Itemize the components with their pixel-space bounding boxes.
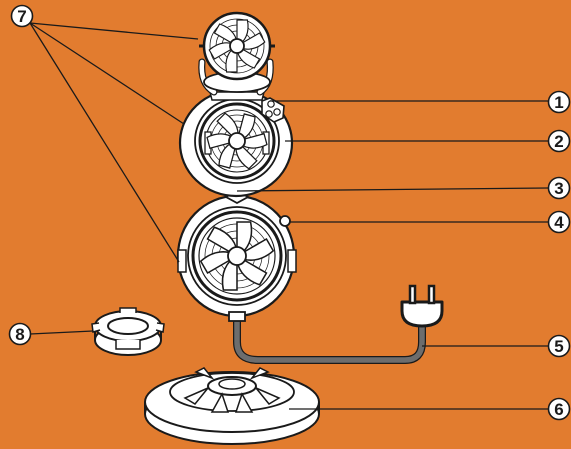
callout-2: 2 <box>549 131 570 152</box>
callout-3: 3 <box>549 178 570 199</box>
svg-text:8: 8 <box>15 325 24 344</box>
middle-fan-housing <box>180 90 292 196</box>
svg-text:4: 4 <box>554 213 564 232</box>
callout-8: 8 <box>10 324 31 345</box>
callout-7: 7 <box>12 6 33 27</box>
base-icon <box>145 368 319 444</box>
callout-6: 6 <box>549 399 570 420</box>
callout-4: 4 <box>549 212 570 233</box>
svg-text:3: 3 <box>554 179 563 198</box>
lower-fan-housing <box>178 196 296 321</box>
fan-unit-icon <box>178 13 296 321</box>
svg-text:1: 1 <box>554 93 563 112</box>
plug-icon <box>402 286 442 326</box>
svg-text:6: 6 <box>554 400 563 419</box>
callout-1: 1 <box>549 92 570 113</box>
lock-nut-icon <box>92 308 164 355</box>
callout-5: 5 <box>549 336 570 357</box>
svg-text:2: 2 <box>554 132 563 151</box>
svg-text:7: 7 <box>17 7 26 26</box>
svg-text:5: 5 <box>554 337 563 356</box>
power-cable <box>237 318 422 360</box>
top-fan-head <box>199 13 275 92</box>
